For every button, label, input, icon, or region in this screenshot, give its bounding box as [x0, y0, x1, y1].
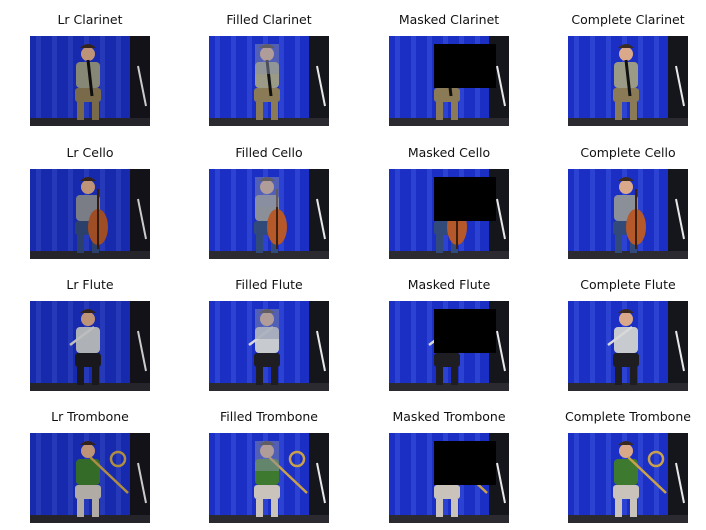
cello-performer-image — [389, 169, 509, 259]
cell-title: Masked Trombone — [392, 409, 506, 424]
flute-performer-image — [209, 301, 329, 391]
cell-title: Complete Trombone — [565, 409, 691, 424]
cell-title: Lr Flute — [66, 277, 114, 292]
thumbnail-image — [209, 169, 329, 259]
thumbnail-image — [209, 36, 329, 126]
cello-performer-image — [568, 169, 688, 259]
flute-performer-image — [30, 301, 150, 391]
thumbnail-image — [209, 301, 329, 391]
cell-title: Filled Trombone — [220, 409, 318, 424]
thumbnail-image — [389, 433, 509, 523]
trombone-performer-image — [209, 433, 329, 523]
cell-title: Filled Cello — [235, 145, 303, 160]
cell-title: Filled Clarinet — [226, 12, 312, 27]
cell-title: Complete Clarinet — [571, 12, 685, 27]
trombone-performer-image — [30, 433, 150, 523]
thumbnail-image — [568, 301, 688, 391]
thumbnail-image — [568, 36, 688, 126]
clarinet-performer-image — [209, 36, 329, 126]
clarinet-performer-image — [568, 36, 688, 126]
thumbnail-image — [30, 36, 150, 126]
flute-performer-image — [568, 301, 688, 391]
cell-title: Masked Flute — [407, 277, 491, 292]
cell-title: Lr Clarinet — [57, 12, 123, 27]
clarinet-performer-image — [389, 36, 509, 126]
clarinet-performer-image — [30, 36, 150, 126]
thumbnail-image — [209, 433, 329, 523]
trombone-performer-image — [568, 433, 688, 523]
thumbnail-image — [568, 433, 688, 523]
cello-performer-image — [30, 169, 150, 259]
flute-performer-image — [389, 301, 509, 391]
cell-title: Complete Flute — [580, 277, 676, 292]
cell-title: Lr Cello — [66, 145, 114, 160]
thumbnail-image — [30, 433, 150, 523]
cello-performer-image — [209, 169, 329, 259]
cell-title: Masked Cello — [407, 145, 491, 160]
thumbnail-image — [389, 169, 509, 259]
cell-title: Masked Clarinet — [398, 12, 500, 27]
thumbnail-image — [389, 36, 509, 126]
thumbnail-image — [30, 169, 150, 259]
thumbnail-image — [30, 301, 150, 391]
thumbnail-image — [389, 301, 509, 391]
cell-title: Lr Trombone — [51, 409, 129, 424]
cell-title: Filled Flute — [235, 277, 303, 292]
cell-title: Complete Cello — [580, 145, 676, 160]
trombone-performer-image — [389, 433, 509, 523]
thumbnail-image — [568, 169, 688, 259]
